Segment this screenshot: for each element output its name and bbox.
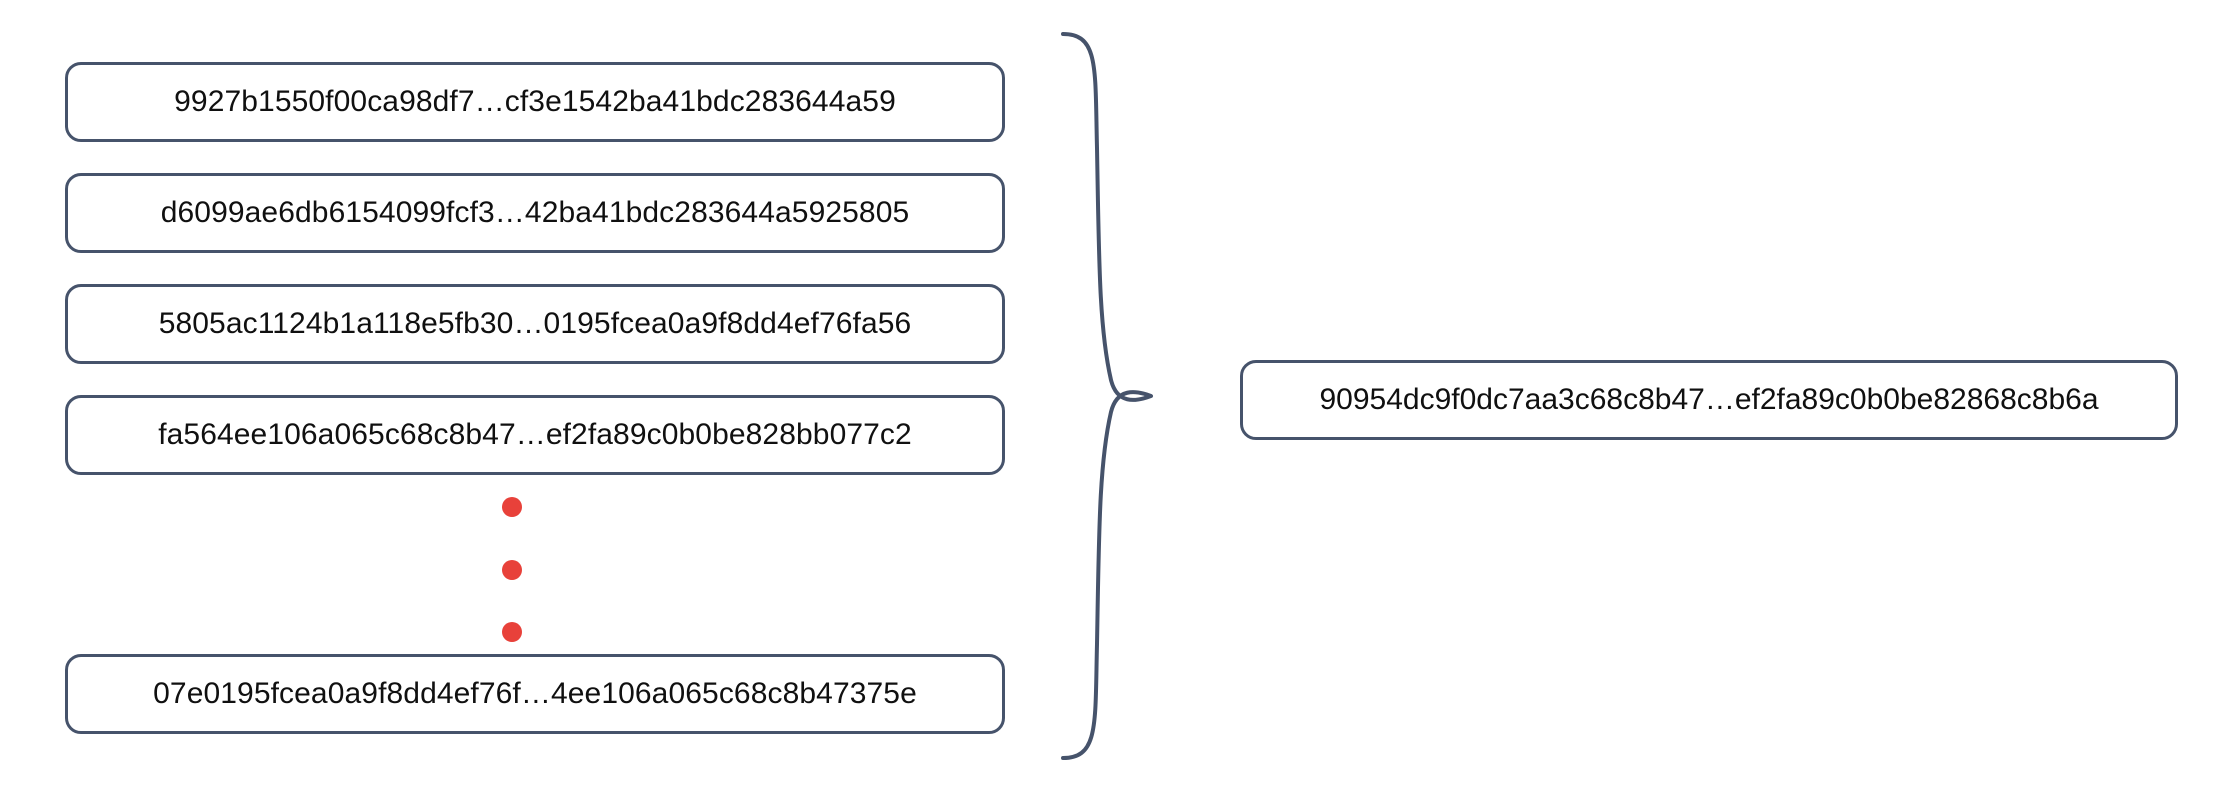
input-hash-text-4: fa564ee106a065c68c8b47…ef2fa89c0b0be828b… bbox=[158, 418, 912, 451]
input-hash-text-1: 9927b1550f00ca98df7…cf3e1542ba41bdc28364… bbox=[174, 85, 896, 118]
input-hash-list: 9927b1550f00ca98df7…cf3e1542ba41bdc28364… bbox=[65, 62, 1005, 506]
ellipsis-dot-3 bbox=[502, 622, 522, 642]
input-hash-text-3: 5805ac1124b1a118e5fb30…0195fcea0a9f8dd4e… bbox=[158, 307, 912, 340]
input-hash-text-last: 07e0195fcea0a9f8dd4ef76f…4ee106a065c68c8… bbox=[153, 677, 917, 710]
ellipsis-dot-2 bbox=[502, 559, 522, 580]
input-hash-text-2: d6099ae6db6154099fcf3…42ba41bdc283644a59… bbox=[160, 196, 910, 229]
closing-brace-icon bbox=[1061, 32, 1153, 760]
aggregated-hash-text: 90954dc9f0dc7aa3c68c8b47…ef2fa89c0b0be82… bbox=[1319, 383, 2099, 416]
input-hash-box-4[interactable]: fa564ee106a065c68c8b47…ef2fa89c0b0be828b… bbox=[65, 395, 1005, 475]
input-hash-box-2[interactable]: d6099ae6db6154099fcf3…42ba41bdc283644a59… bbox=[65, 173, 1005, 253]
input-hash-box-3[interactable]: 5805ac1124b1a118e5fb30…0195fcea0a9f8dd4e… bbox=[65, 284, 1005, 364]
aggregated-hash-wrapper: 90954dc9f0dc7aa3c68c8b47…ef2fa89c0b0be82… bbox=[1240, 360, 2178, 440]
aggregated-hash-box[interactable]: 90954dc9f0dc7aa3c68c8b47…ef2fa89c0b0be82… bbox=[1240, 360, 2178, 440]
ellipsis-dot-1 bbox=[502, 497, 522, 517]
input-hash-box-1[interactable]: 9927b1550f00ca98df7…cf3e1542ba41bdc28364… bbox=[65, 62, 1005, 142]
input-hash-box-last[interactable]: 07e0195fcea0a9f8dd4ef76f…4ee106a065c68c8… bbox=[65, 654, 1005, 734]
vertical-ellipsis-icon bbox=[497, 497, 527, 642]
input-hash-box-last-wrapper: 07e0195fcea0a9f8dd4ef76f…4ee106a065c68c8… bbox=[65, 654, 1005, 734]
